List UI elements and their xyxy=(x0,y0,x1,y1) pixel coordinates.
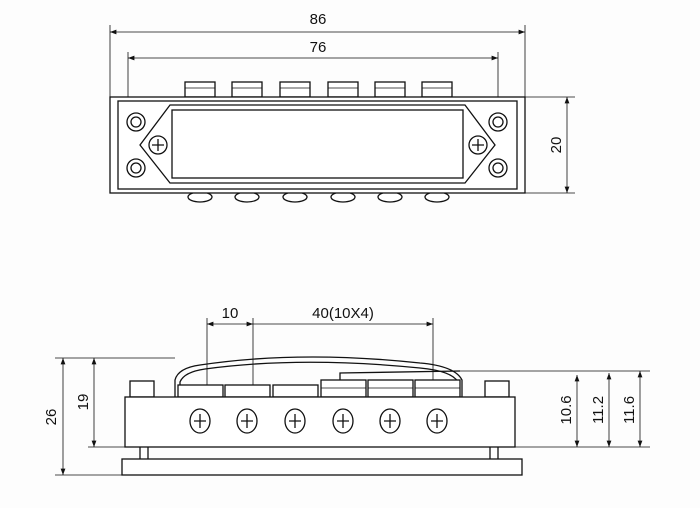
dim-label-76: 76 xyxy=(310,39,327,56)
base-plate xyxy=(121,458,523,476)
phillips-screw-icon xyxy=(148,135,168,155)
phillips-screw-icon xyxy=(426,408,448,434)
height-screw-right xyxy=(484,380,510,398)
dim-label-26: 26 xyxy=(43,409,60,426)
dim-label-86: 86 xyxy=(310,11,327,28)
saddle-top xyxy=(374,81,406,98)
phillips-screw-icon xyxy=(379,408,401,434)
dim-label-11-6: 11.6 xyxy=(621,396,638,424)
saddle-top xyxy=(421,81,453,98)
mount-hole-icons xyxy=(126,112,508,178)
phillips-screw-icon xyxy=(236,408,258,434)
saddle-side xyxy=(414,379,461,398)
top-view: 86 76 20 xyxy=(109,11,575,203)
intonation-screws xyxy=(189,408,448,434)
saddle-side xyxy=(367,379,414,398)
center-plate xyxy=(139,104,496,184)
saddle-top xyxy=(231,81,263,98)
saddle-side xyxy=(320,379,367,398)
saddle-top xyxy=(184,81,216,98)
saddle-top xyxy=(327,81,359,98)
saddle-top xyxy=(279,81,311,98)
dim-label-10: 10 xyxy=(222,305,239,322)
dim-label-10-6: 10.6 xyxy=(558,395,575,424)
bridge-base-outline xyxy=(109,96,526,194)
bridge-body xyxy=(124,396,516,448)
phillips-screw-icon xyxy=(468,135,488,155)
saddle-side xyxy=(224,384,271,398)
side-view: 10 40(10X4) 26 19 10.6 11.2 11.6 xyxy=(43,305,650,476)
saddle-side xyxy=(272,384,319,398)
phillips-screw-icon xyxy=(332,408,354,434)
side-saddles xyxy=(177,379,461,398)
height-screw-left xyxy=(129,380,155,398)
phillips-screw-icon xyxy=(189,408,211,434)
dim-label-11-2: 11.2 xyxy=(590,396,607,424)
dim-label-40: 40(10X4) xyxy=(312,305,374,322)
phillips-screw-icon xyxy=(284,408,306,434)
dim-label-20: 20 xyxy=(548,137,565,154)
saddle-side xyxy=(177,384,224,398)
dim-label-19: 19 xyxy=(75,394,92,411)
